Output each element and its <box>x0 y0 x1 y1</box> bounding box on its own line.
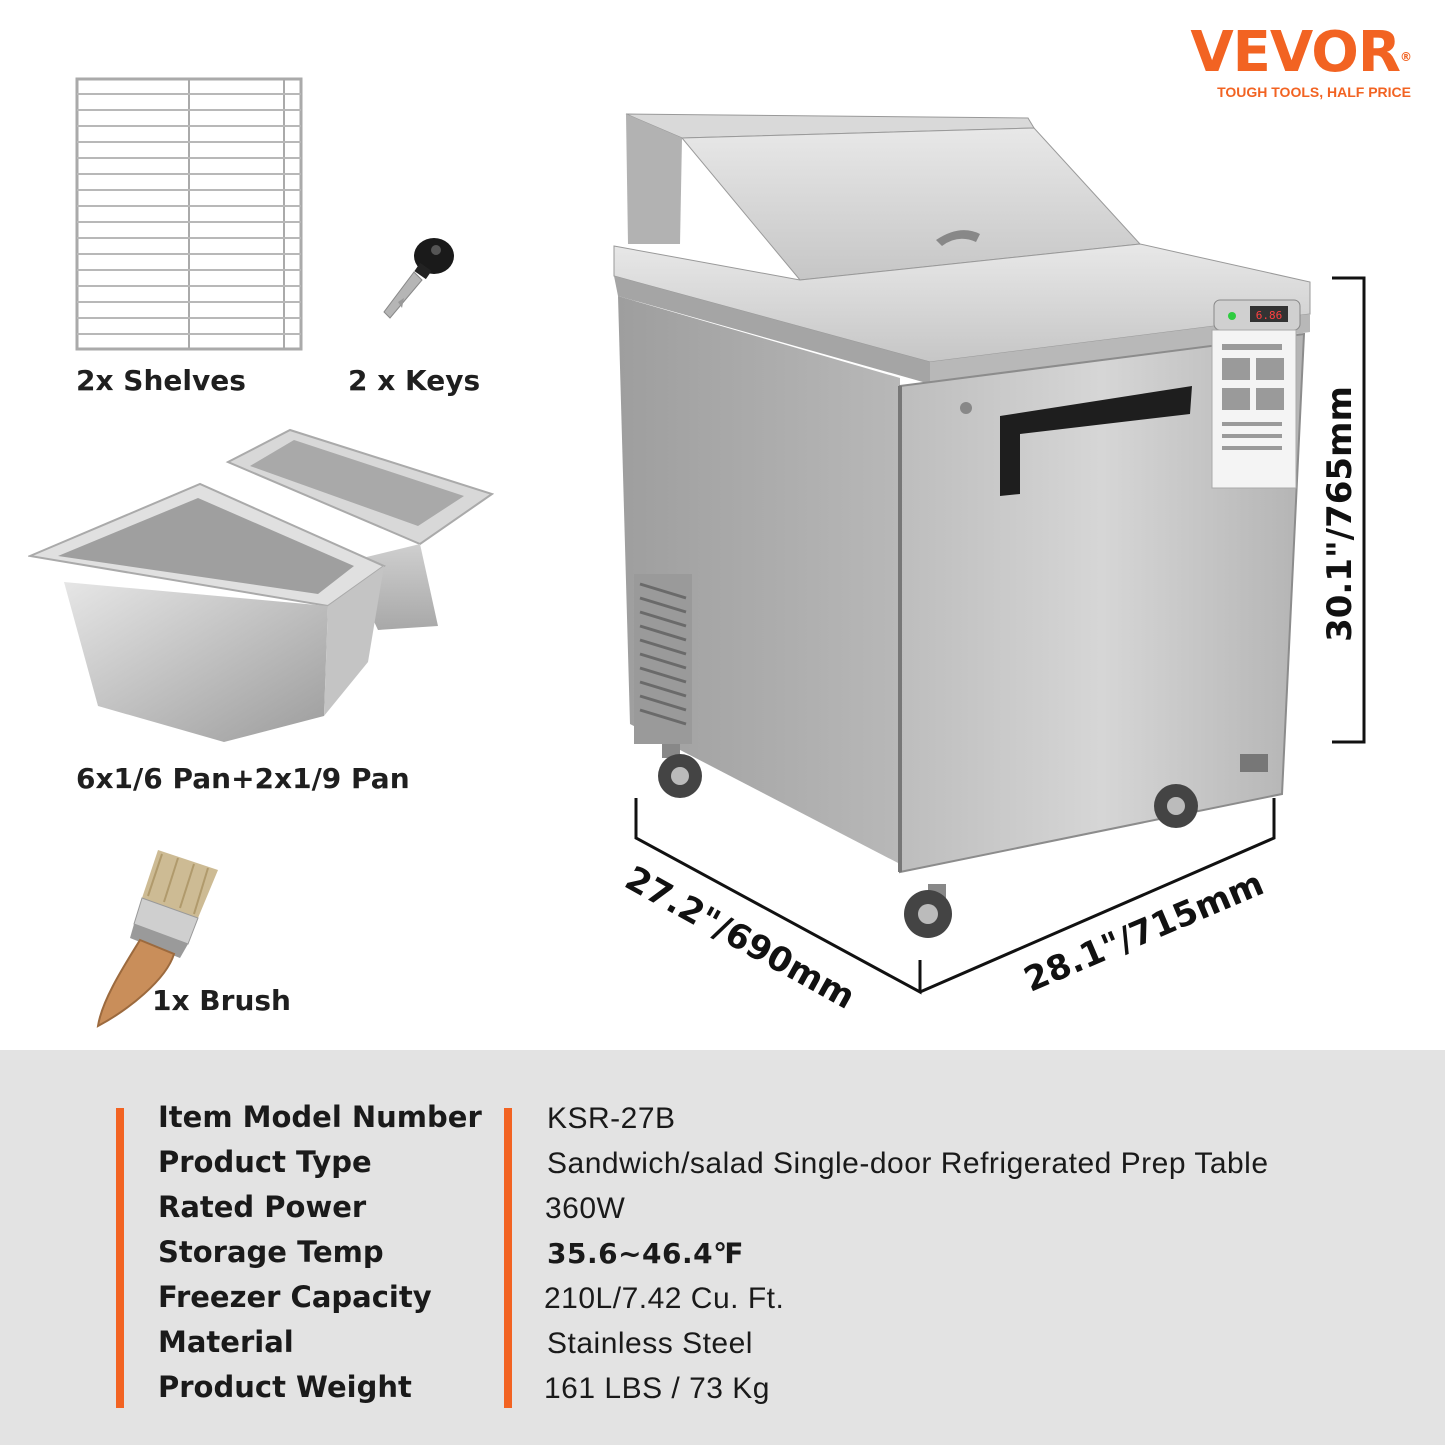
spec-label: Material <box>158 1325 294 1359</box>
dimension-lines <box>634 276 1366 995</box>
accessory-label-brush: 1x Brush <box>152 984 291 1017</box>
height-bracket <box>1332 276 1366 744</box>
width-bracket <box>919 798 1276 994</box>
steam-pan-icon <box>28 428 494 742</box>
accent-bar-middle <box>504 1108 512 1408</box>
brand-tagline: TOUGH TOOLS, HALF PRICE <box>1217 84 1411 100</box>
spec-label: Storage Temp <box>158 1235 384 1269</box>
spec-table: Item Model Number KSR-27B Product Type S… <box>158 1100 1418 1415</box>
spec-label: Product Weight <box>158 1370 412 1404</box>
wire-shelf-icon <box>75 77 303 351</box>
spec-label: Item Model Number <box>158 1100 482 1134</box>
temperature-display: 6.86 <box>1256 309 1283 322</box>
spec-label: Rated Power <box>158 1190 367 1224</box>
spec-panel <box>0 1050 1445 1445</box>
spec-value: Stainless Steel <box>547 1327 753 1360</box>
accent-bar-left <box>116 1108 124 1408</box>
brand-name: VEVOR® <box>1190 20 1412 85</box>
spec-value: Sandwich/salad Single-door Refrigerated … <box>547 1147 1269 1180</box>
spec-value: KSR-27B <box>547 1102 676 1135</box>
accessory-label-keys: 2 x Keys <box>348 364 481 397</box>
spec-value: 210L/7.42 Cu. Ft. <box>544 1282 785 1315</box>
spec-value: 360W <box>545 1192 626 1225</box>
prep-table-image: 6.86 <box>613 113 1311 938</box>
spec-label: Product Type <box>158 1145 372 1179</box>
spec-row: Freezer Capacity 210L/7.42 Cu. Ft. <box>158 1280 1418 1325</box>
depth-bracket <box>634 798 922 995</box>
spec-row: Product Type Sandwich/salad Single-door … <box>158 1145 1418 1190</box>
spec-row: Material Stainless Steel <box>158 1325 1418 1370</box>
spec-label: Freezer Capacity <box>158 1280 432 1314</box>
spec-value: 161 LBS / 73 Kg <box>544 1372 770 1405</box>
spec-row: Item Model Number KSR-27B <box>158 1100 1418 1145</box>
key-icon <box>383 238 454 319</box>
accessory-label-pans: 6x1/6 Pan+2x1/9 Pan <box>76 762 410 795</box>
paint-brush-icon <box>96 850 218 1028</box>
accessory-label-shelves: 2x Shelves <box>76 364 246 397</box>
spec-value: 35.6~46.4℉ <box>547 1237 745 1270</box>
spec-row: Product Weight 161 LBS / 73 Kg <box>158 1370 1418 1415</box>
spec-row: Rated Power 360W <box>158 1190 1418 1235</box>
height-dimension: 30.1"/765mm <box>1320 386 1360 642</box>
spec-row: Storage Temp 35.6~46.4℉ <box>158 1235 1418 1280</box>
brand-logo: VEVOR® TOUGH TOOLS, HALF PRICE <box>1190 20 1412 101</box>
